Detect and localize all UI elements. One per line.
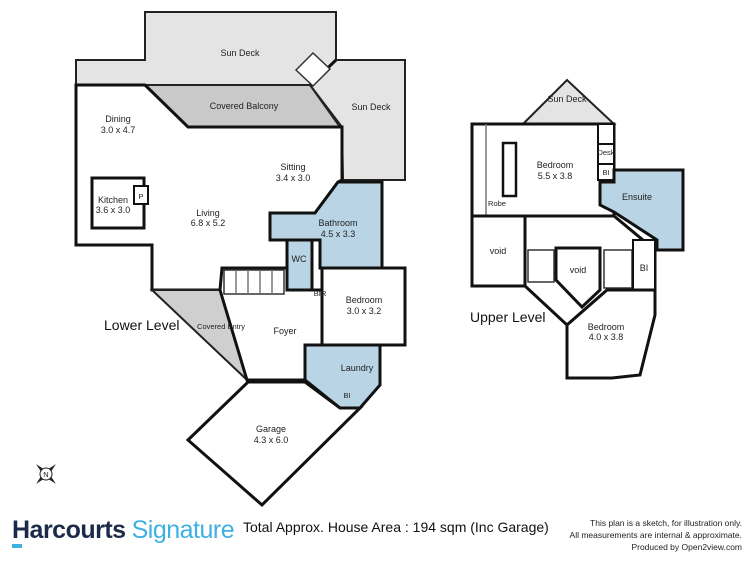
pantry (133, 185, 149, 205)
brand-name: Harcourts (12, 516, 126, 544)
room-label: Dining (105, 114, 131, 124)
desk-label: Desk (597, 148, 614, 157)
room-dims: 6.8 x 5.2 (191, 218, 226, 228)
room-label: Kitchen (98, 195, 128, 205)
room-dims: 3.0 x 3.2 (347, 306, 382, 316)
compass-icon: N (36, 464, 56, 484)
room-dims: 4.5 x 3.3 (321, 229, 356, 239)
bed-feature (501, 141, 518, 198)
robe-label: Robe (488, 199, 506, 208)
deck-stairs (294, 51, 332, 88)
room-label: Foyer (273, 326, 296, 336)
void-left (470, 214, 527, 288)
upper-level-plan: Sun Deck Bedroom 5.5 x 3.8 Robe Desk BI … (470, 78, 685, 380)
room-dims: 5.5 x 3.8 (538, 171, 573, 181)
room-label: Covered Entry (197, 322, 245, 331)
brand-accent-bar (12, 544, 22, 548)
room-label: Laundry (341, 363, 374, 373)
upper-level-label: Upper Level (470, 309, 546, 325)
bi-label: BI (343, 391, 350, 400)
disclaimer-line: All measurements are internal & approxim… (569, 530, 742, 540)
room-label: Bedroom (588, 322, 625, 332)
bir-label: BIR (314, 289, 327, 298)
disclaimer: This plan is a sketch, for illustration … (570, 517, 742, 553)
room-label: Sun Deck (547, 94, 587, 104)
room-label: Sun Deck (351, 102, 391, 112)
room-label: Living (196, 208, 220, 218)
disclaimer-line: Produced by Open2view.com (631, 542, 742, 552)
room-label: Garage (256, 424, 286, 434)
room-label: void (490, 246, 507, 256)
room-dims: 4.0 x 3.8 (589, 332, 624, 342)
room-label: Sun Deck (220, 48, 260, 58)
foyer-stairs (223, 269, 285, 295)
total-area: Total Approx. House Area : 194 sqm (Inc … (243, 519, 549, 535)
brand-sub: Signature (131, 516, 235, 544)
room-label: Sitting (280, 162, 305, 172)
wc (285, 238, 314, 292)
lower-level-label: Lower Level (104, 317, 180, 333)
room-label: Covered Balcony (210, 101, 279, 111)
bi-label: BI (602, 168, 609, 177)
room-label: void (570, 265, 587, 275)
room-label: Ensuite (622, 192, 652, 202)
ensuite (598, 168, 685, 252)
room-dims: 3.0 x 4.7 (101, 125, 136, 135)
desk (597, 123, 615, 145)
bi-label: BI (640, 263, 649, 273)
garage (185, 380, 364, 508)
room-dims: 4.3 x 6.0 (254, 435, 289, 445)
room-dims: 3.6 x 3.0 (96, 205, 131, 215)
room-label: Bedroom (537, 160, 574, 170)
pantry-label: P (138, 192, 143, 201)
room-dims: 3.4 x 3.0 (276, 173, 311, 183)
disclaimer-line: This plan is a sketch, for illustration … (590, 518, 742, 528)
bedroom-upper-second (565, 288, 657, 380)
lower-level-plan: Sun Deck Covered Balcony Sun Deck Dining… (74, 11, 407, 508)
compass-label: N (43, 470, 48, 479)
void-center (554, 246, 602, 310)
room-label: WC (292, 254, 307, 264)
room-label: Bedroom (346, 295, 383, 305)
room-label: Bathroom (318, 218, 357, 228)
